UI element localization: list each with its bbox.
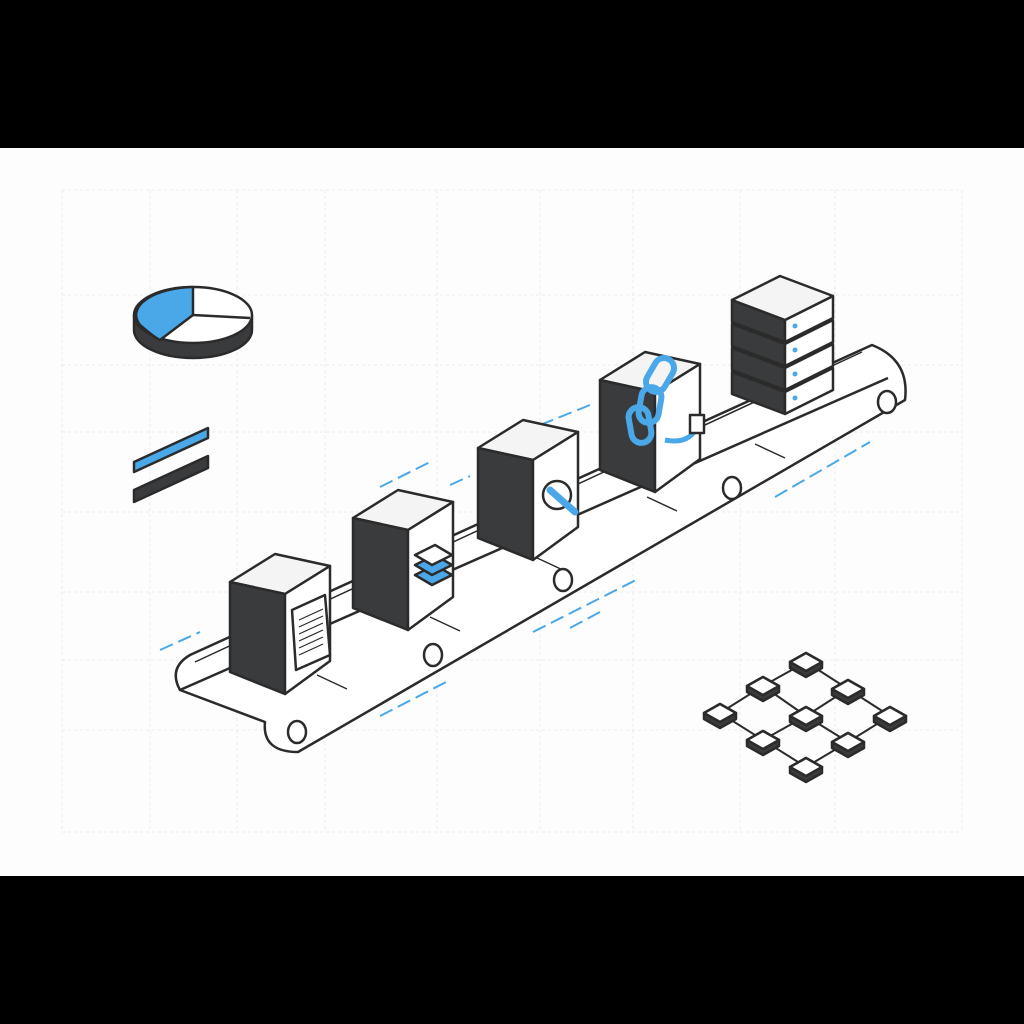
roller-icon [286,719,308,745]
server-led [792,395,798,401]
chain-link [625,404,655,446]
pipeline-illustration [61,189,963,833]
flow-arrows [159,404,871,717]
item-cube-document [228,552,332,696]
network-node-top [830,731,866,753]
network-node-top [872,705,908,727]
document-line [298,636,324,649]
pie-slice [134,285,195,342]
network-node-top [745,675,781,697]
roller-icon [721,475,743,501]
document-line [298,622,324,635]
flow-arrow [159,631,201,651]
chain-link-icon [625,355,677,446]
belt-segment [429,616,461,632]
chain-link [643,355,677,395]
server-led [792,347,798,353]
document-line [298,608,324,621]
belt-segment [754,443,786,459]
server-unit-side [783,366,835,416]
flow-arrow [774,441,871,498]
document-icon [290,593,332,672]
flow-arrow [379,679,451,717]
network-node-top [830,678,866,700]
flow-arrow [449,475,471,486]
flow-arrow [569,611,601,629]
flow-arrow [379,461,431,488]
bar-lines-icon [132,426,210,504]
document-line [298,643,324,656]
bar-dark [132,454,210,504]
item-cube-layers [351,488,455,632]
network-node-top [745,729,781,751]
layer-icon [413,543,454,567]
document-line [298,629,324,642]
network-node-top [788,705,824,727]
belt-segment [646,496,678,512]
server-led [792,371,798,377]
cube-right-face [653,362,702,494]
pie-divider [192,313,251,320]
illustration-canvas [0,148,1024,876]
item-cube-link [598,350,706,494]
network-node-top [702,702,738,724]
server-unit-side [783,342,835,392]
belt-segment [316,674,348,690]
bar-blue [132,426,210,474]
network-node-top [788,756,824,778]
letterbox-bottom [0,876,1024,1024]
letterbox-top [0,0,1024,148]
item-cube-key [476,418,580,562]
roller-icon [422,642,444,668]
key-icon [546,486,579,516]
plug-icon [688,413,706,435]
server-unit-side [783,318,835,368]
server-led [792,323,798,329]
server-stack-icon [730,274,835,416]
pie-chart-icon [132,285,254,360]
document-line [298,615,324,628]
roller-icon [876,389,898,415]
node-network-icon [702,651,908,784]
server-top [730,274,835,322]
flow-arrow [539,404,591,426]
roller-icon [552,567,574,593]
network-node-top [788,651,824,673]
